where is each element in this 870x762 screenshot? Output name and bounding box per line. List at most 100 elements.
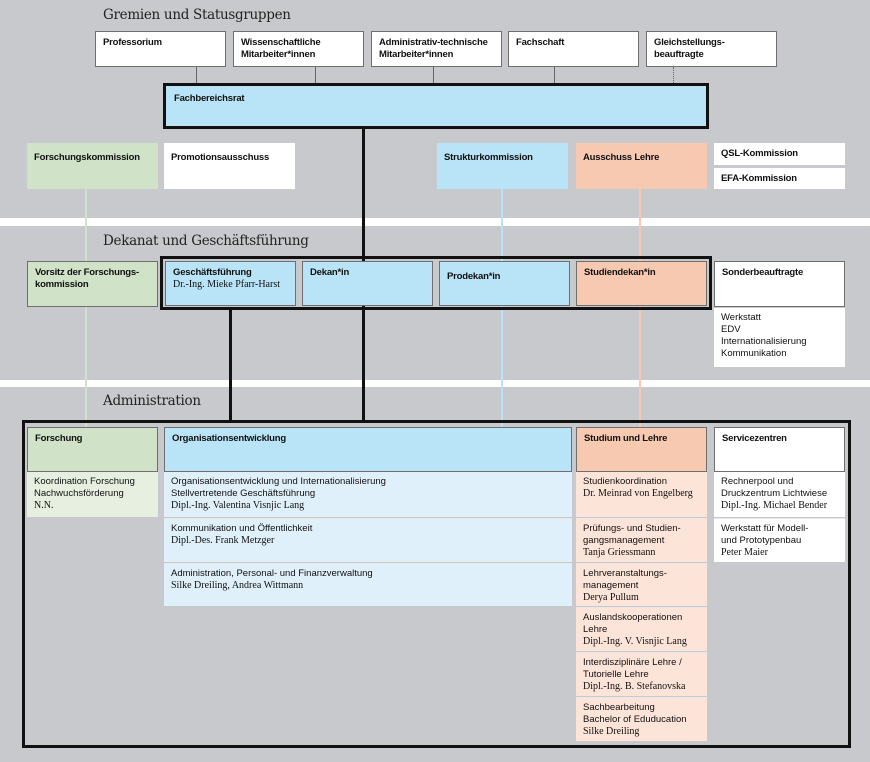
studium-item: Interdisziplinäre Lehre /Tutorielle Lehr… <box>576 652 707 696</box>
box-text: Mitarbeiter*innen <box>241 49 316 60</box>
person-name: Dipl.-Ing. Michael Bender <box>721 500 828 511</box>
box-text: Nachwuchsförderung <box>34 488 124 499</box>
ausschuss-lehre-box: Ausschuss Lehre <box>576 143 707 189</box>
connector-line <box>315 67 316 83</box>
box-text: Tutorielle Lehre <box>583 669 649 680</box>
person-name: Silke Dreiling <box>583 726 640 737</box>
forschung-header: Forschung <box>27 427 158 472</box>
box-text: Wissenschaftliche <box>241 37 321 48</box>
box-text: Gleichstellungs- <box>654 37 725 48</box>
service-header: Servicezentren <box>714 427 845 472</box>
box-text: management <box>583 580 639 591</box>
connector-line <box>196 67 197 83</box>
qsl-kommission-box: QSL-Kommission <box>714 143 845 165</box>
box-text: gangsmanagement <box>583 535 665 546</box>
person-name: Dipl.-Ing. V. Visnjic Lang <box>583 636 687 647</box>
box-text: Lehre <box>583 624 608 635</box>
organisation-item: Administration, Personal- und Finanzverw… <box>164 563 572 606</box>
box-text: Studiendekan*in <box>584 267 656 278</box>
efa-kommission-box: EFA-Kommission <box>714 168 845 189</box>
person-name: Dipl.-Ing. B. Stefanovska <box>583 681 686 692</box>
box-text: Organisationsentwicklung <box>172 433 286 444</box>
box-text: Ausschuss Lehre <box>583 152 660 163</box>
person-name: N.N. <box>34 500 54 511</box>
connector-line-main <box>229 308 232 422</box>
person-name: Dr.-Ing. Mieke Pfarr-Harst <box>173 279 280 290</box>
studiendekan-box: Studiendekan*in <box>576 261 707 306</box>
box-text: Sachbearbeitung <box>583 702 655 713</box>
box-text: EDV <box>721 324 741 335</box>
connector-line-dotted <box>673 67 674 83</box>
vorsitz-forschungskommission-box: Vorsitz der Forschungs-kommission <box>27 261 158 307</box>
gremium-box: Gleichstellungs-beauftragte <box>646 31 777 67</box>
box-text: Fachbereichsrat <box>174 93 245 104</box>
box-text: Prüfungs- und Studien- <box>583 523 681 534</box>
connector-line <box>433 67 434 83</box>
box-text: Vorsitz der Forschungs- <box>35 267 139 278</box>
box-text: Strukturkommission <box>444 152 533 163</box>
connector-line <box>554 67 555 83</box>
box-text: Fachschaft <box>516 37 565 48</box>
box-text: Professorium <box>103 37 162 48</box>
divider-band <box>0 218 870 226</box>
box-text: kommission <box>35 279 89 290</box>
person-name: Tanja Griessmann <box>583 547 656 558</box>
person-name: Dipl.-Ing. Valentina Visnjic Lang <box>171 500 305 511</box>
box-text: Interdisziplinäre Lehre / <box>583 657 682 668</box>
section-title-dekanat: Dekanat und Geschäftsführung <box>103 233 309 249</box>
person-name: Silke Dreiling, Andrea Wittmann <box>171 580 304 591</box>
gremium-box: Professorium <box>95 31 226 67</box>
box-text: Bachelor of Eduducation <box>583 714 687 725</box>
box-text: Organisationsentwicklung und Internation… <box>171 476 386 487</box>
box-text: Forschung <box>35 433 83 444</box>
dekan-box: Dekan*in <box>302 261 433 306</box>
organisation-header: Organisationsentwicklung <box>164 427 572 472</box>
box-text: EFA-Kommission <box>721 173 797 184</box>
box-text: Druckzentrum Lichtwiese <box>721 488 828 499</box>
box-text: und Prototypenbau <box>721 535 802 546</box>
box-text: beauftragte <box>654 49 704 60</box>
box-text: Dekan*in <box>310 267 350 278</box>
studium-header: Studium und Lehre <box>576 427 707 472</box>
box-text: Administration, Personal- und Finanzverw… <box>171 568 373 579</box>
box-text: Studienkoordination <box>583 476 667 487</box>
sonderbeauftragte-box: Sonderbeauftragte <box>714 261 845 307</box>
box-text: Rechnerpool und <box>721 476 794 487</box>
box-text: QSL-Kommission <box>721 148 798 159</box>
forschungskommission-box: Forschungskommission <box>27 143 158 189</box>
fachbereichsrat-box: Fachbereichsrat <box>163 83 709 129</box>
prodekan-box: Prodekan*in <box>439 261 570 306</box>
administration-group <box>22 420 851 748</box>
box-text: Forschungskommission <box>34 152 140 163</box>
box-text: Administrativ-technische <box>379 37 488 48</box>
box-text: Stellvertretende Geschäftsführung <box>171 488 316 499</box>
box-text: Kommunikation <box>721 348 787 359</box>
box-text: Geschäftsführung <box>173 267 252 278</box>
promotionsausschuss-box: Promotionsausschuss <box>164 143 295 189</box>
divider-band <box>0 380 870 387</box>
box-text: Internationalisierung <box>721 336 807 347</box>
box-text: Studium und Lehre <box>584 433 668 444</box>
person-name: Peter Maier <box>721 547 768 558</box>
box-text: Kommunikation und Öffentlichkeit <box>171 523 313 534</box>
section-title-administration: Administration <box>103 393 201 409</box>
box-text: Mitarbeiter*innen <box>379 49 454 60</box>
box-text: Lehrveranstaltungs- <box>583 568 667 579</box>
box-text: Werkstatt <box>721 312 761 323</box>
dekanat-group <box>160 256 712 310</box>
box-text: Koordination Forschung <box>34 476 135 487</box>
box-text: Promotionsausschuss <box>171 152 270 163</box>
person-name: Dr. Meinrad von Engelberg <box>583 488 693 499</box>
gremium-box: Fachschaft <box>508 31 639 67</box>
section-title-gremien: Gremien und Statusgruppen <box>103 7 291 23</box>
